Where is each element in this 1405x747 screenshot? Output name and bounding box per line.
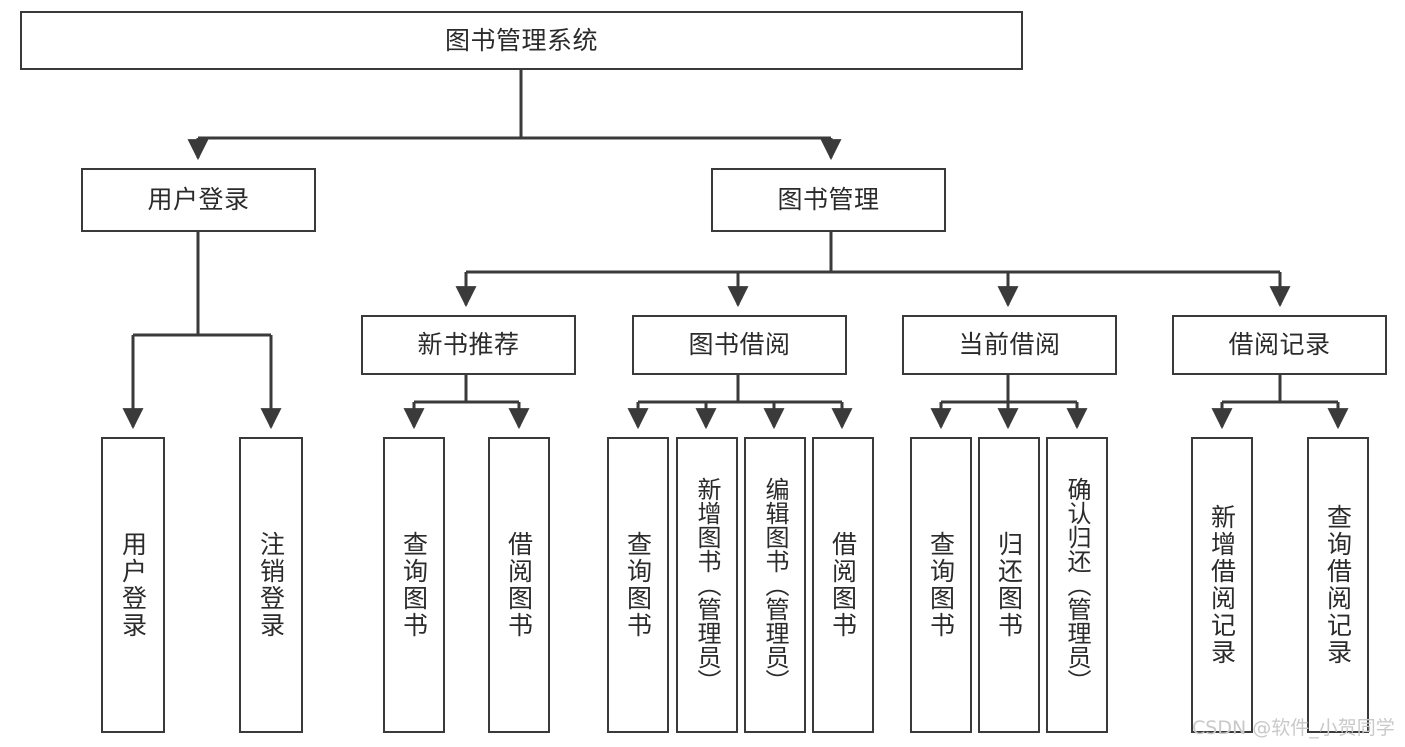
node-new-book-recommendation[interactable]: 新书推荐 <box>361 315 576 375</box>
node-label: 注销登录 <box>256 531 286 639</box>
node-user-login[interactable]: 用户登录 <box>81 168 316 232</box>
node-current-borrowing[interactable]: 当前借阅 <box>902 315 1117 375</box>
node-label: 查询图书 <box>623 531 653 639</box>
leaf-book-borrowing-edit-book-admin[interactable]: 编辑图书（管理员） <box>744 437 806 733</box>
node-label: 借阅图书 <box>828 531 858 639</box>
node-label: 查询图书 <box>926 531 956 639</box>
leaf-current-borrowing-confirm-return-admin[interactable]: 确认归还（管理员） <box>1046 437 1108 733</box>
node-root-book-management-system[interactable]: 图书管理系统 <box>20 11 1023 70</box>
node-label: 归还图书 <box>994 531 1024 639</box>
node-label: 当前借阅 <box>958 330 1061 360</box>
leaf-user-login-login[interactable]: 用户登录 <box>101 437 165 733</box>
leaf-book-borrowing-query-book[interactable]: 查询图书 <box>607 437 669 733</box>
node-label: 借阅图书 <box>504 531 534 639</box>
node-label: 新增借阅记录 <box>1207 504 1237 666</box>
node-label: 新增图书（管理员） <box>693 477 721 693</box>
csdn-watermark: CSDN @软件_小贺同学 <box>1192 717 1395 739</box>
node-label: 图书借阅 <box>688 330 791 360</box>
leaf-new-books-borrow-book[interactable]: 借阅图书 <box>488 437 550 733</box>
leaf-book-borrowing-add-book-admin[interactable]: 新增图书（管理员） <box>676 437 738 733</box>
leaf-new-books-query-book[interactable]: 查询图书 <box>383 437 445 733</box>
node-label: 新书推荐 <box>417 330 520 360</box>
node-label: 查询借阅记录 <box>1323 504 1353 666</box>
leaf-current-borrowing-query-book[interactable]: 查询图书 <box>910 437 972 733</box>
node-label: 图书管理 <box>777 185 880 215</box>
leaf-current-borrowing-return-book[interactable]: 归还图书 <box>978 437 1040 733</box>
node-label: 图书管理系统 <box>444 25 598 55</box>
node-borrow-records[interactable]: 借阅记录 <box>1172 315 1387 375</box>
node-label: 用户登录 <box>147 185 250 215</box>
node-book-borrowing[interactable]: 图书借阅 <box>632 315 847 375</box>
leaf-book-borrowing-borrow-book[interactable]: 借阅图书 <box>812 437 874 733</box>
leaf-borrow-records-query-record[interactable]: 查询借阅记录 <box>1307 437 1369 733</box>
node-book-management[interactable]: 图书管理 <box>711 168 946 232</box>
node-label: 用户登录 <box>118 531 148 639</box>
node-label: 编辑图书（管理员） <box>761 477 789 693</box>
leaf-user-login-logout[interactable]: 注销登录 <box>239 437 303 733</box>
node-label: 确认归还（管理员） <box>1063 477 1091 693</box>
leaf-borrow-records-add-record[interactable]: 新增借阅记录 <box>1191 437 1253 733</box>
node-label: 查询图书 <box>399 531 429 639</box>
node-label: 借阅记录 <box>1228 330 1331 360</box>
